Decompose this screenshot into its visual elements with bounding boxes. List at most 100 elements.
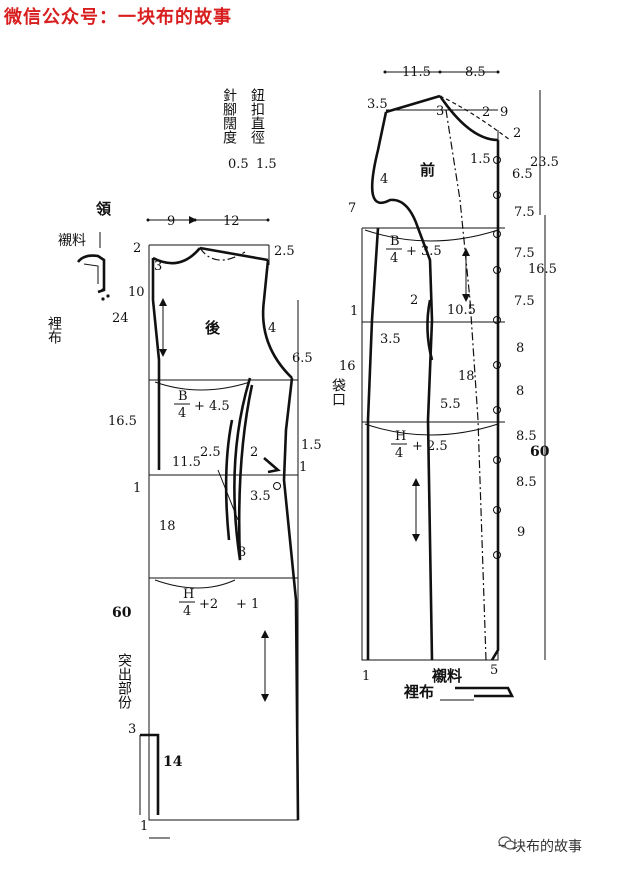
front-edge [490,140,500,661]
back-center-line [151,258,161,470]
front-dim-115: 11.5 [402,65,431,80]
front-m9b: 9 [517,525,525,540]
front-m105: 10.5 [447,303,476,318]
collar-lining-label: 裡布 [46,316,62,344]
front-lining-shape [455,686,515,698]
back-neckline [152,247,201,265]
front-m65: 6.5 [512,167,533,182]
front-m18: 18 [458,369,475,384]
back-button-mark [273,482,281,490]
front-hip-plus: + 2.5 [412,439,448,454]
front-m75a: 7.5 [514,205,535,220]
back-hip-plus2: +2 [199,597,218,612]
watermark: 一块布的故事 [498,836,582,856]
back-hip-arc [154,579,236,589]
back-m15: 1.5 [301,438,322,453]
front-m4: 4 [380,172,388,187]
back-frac1-num: B [178,389,188,404]
collar-label: 領 [96,200,112,218]
button-mark [493,266,501,274]
front-m15: 1.5 [470,152,491,167]
button-mark [493,506,501,514]
front-dart [426,299,434,361]
back-armhole [261,259,293,379]
back-waist-dart-mark [263,457,281,474]
front-m75b: 7.5 [514,246,535,261]
front-lining-label: 裡布 [403,683,434,701]
button-mark [493,361,501,369]
front-pattern: 11.5 8.5 [330,65,559,701]
back-bust-plus: + 4.5 [194,399,230,414]
front-m85a: 8.5 [516,429,537,444]
front-m7: 7 [348,201,356,216]
back-m4: 4 [268,321,276,336]
front-m85b: 8.5 [516,475,537,490]
front-m8a: 8 [516,341,524,356]
back-m65: 6.5 [292,351,313,366]
front-frac1-num: B [390,234,400,249]
front-m8b: 8 [516,384,524,399]
legend: 針腳闊度 鈕扣直徑 0.5 1.5 [221,88,277,172]
front-m9: 9 [500,105,508,120]
front-m2b: 2 [513,126,521,141]
back-m18: 18 [159,519,176,534]
protrusion-edge [140,733,160,815]
back-m25b: 2.5 [200,445,221,460]
front-bust-plus: + 3.5 [406,244,442,259]
back-dart [233,377,254,561]
front-hip-arc [364,423,499,436]
back-hip-plus1: + 1 [236,597,259,612]
front-facing-line [445,109,487,661]
front-m2c: 2 [410,293,418,308]
front-m16: 16 [339,359,356,374]
back-m2: 2 [133,241,141,256]
front-neckline [438,95,499,142]
front-side-seam [416,227,434,661]
front-m165: 16.5 [528,262,557,277]
back-m25: 2.5 [274,244,295,259]
front-m60: 60 [530,444,550,460]
back-m60: 60 [112,605,132,621]
front-frac2-den: 4 [395,446,403,461]
legend-col2-value: 1.5 [256,157,277,172]
back-dim-12: 12 [223,214,240,229]
front-interfacing-label: 襯料 [431,667,462,685]
back-m10: 10 [128,285,145,300]
watermark-text: 一块布的故事 [498,839,582,855]
front-m35: 3.5 [367,97,388,112]
front-armhole [370,111,420,229]
button-mark [493,406,501,414]
back-neck-dashdot [199,247,246,261]
pocket-label: 袋口 [330,378,346,406]
button-mark [493,456,501,464]
back-label: 後 [204,319,221,337]
back-m115: 11.5 [172,455,201,470]
front-frac1-den: 4 [390,251,398,266]
back-pattern: 9 12 後 2 2.5 3 10 [108,214,322,839]
back-m3b: 3 [238,545,246,560]
back-dim-9: 9 [167,214,175,229]
button-mark [493,191,501,199]
back-bust-arc [154,381,251,391]
front-label: 前 [420,161,435,179]
front-dim-85: 8.5 [465,65,486,80]
legend-col1-value: 0.5 [228,157,249,172]
front-m5: 5 [490,663,498,678]
front-m2: 2 [482,105,490,120]
button-mark [493,230,501,238]
front-m35b: 3.5 [380,332,401,347]
back-frac2-num: H [183,587,194,602]
front-left-seam [366,227,380,660]
back-frame [148,245,299,821]
collar-dot [101,288,105,292]
front-shoulder [385,94,441,114]
back-shoulder [199,246,269,262]
back-m1: 1 [133,481,141,496]
back-m3: 3 [154,259,162,274]
collar-inner [83,263,99,284]
button-mark [493,551,501,559]
front-m3: 3 [436,104,444,119]
back-m14: 14 [163,754,183,770]
back-m1c: 1 [140,819,148,834]
